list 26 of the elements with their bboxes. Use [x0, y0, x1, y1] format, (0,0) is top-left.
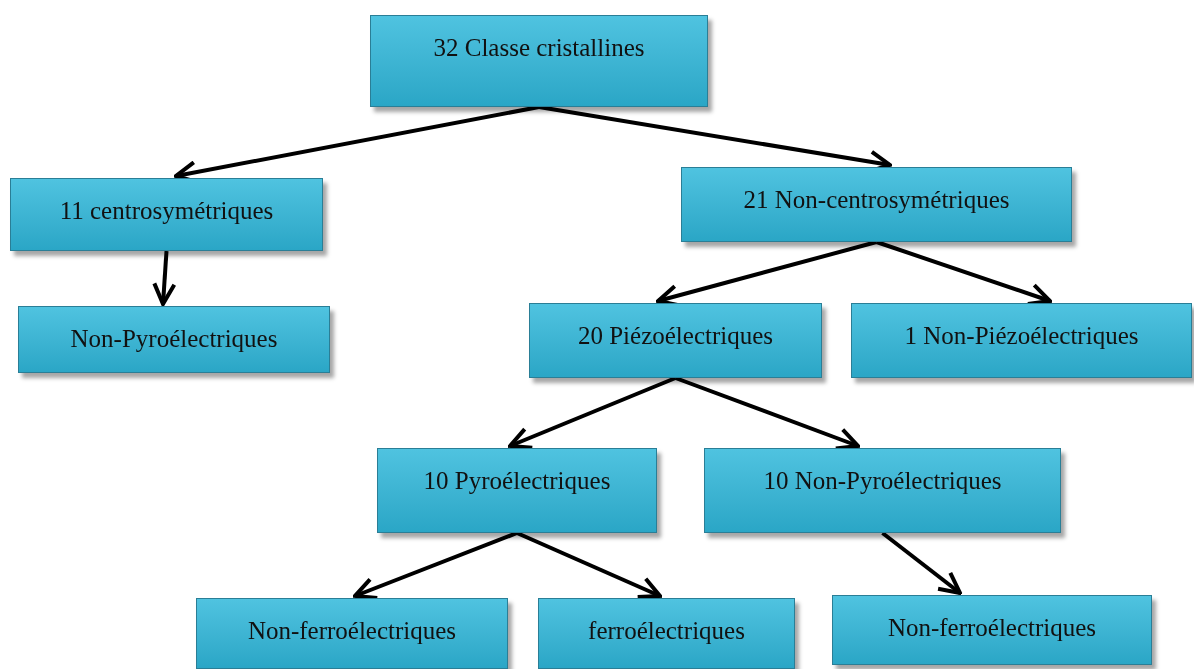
category-box — [10, 178, 323, 251]
category-box — [377, 448, 657, 533]
box-label: Non-ferroélectriques — [887, 613, 1097, 643]
category-box — [851, 303, 1192, 378]
category-box — [370, 15, 708, 107]
category-box — [832, 595, 1152, 665]
arrow — [152, 250, 177, 306]
category-box — [681, 167, 1072, 242]
box-label: Non-ferroélectriques — [247, 616, 457, 646]
box-label: 32 Classe cristallines — [433, 33, 645, 63]
arrow — [881, 531, 962, 595]
box-label: 20 Piézoélectriques — [577, 321, 774, 351]
box-label: 11 centrosymétriques — [59, 196, 274, 226]
category-box — [18, 306, 330, 373]
box-label: 10 Non-Pyroélectriques — [763, 466, 1002, 496]
box-label: 1 Non-Piézoélectriques — [904, 321, 1139, 351]
arrow — [508, 376, 677, 450]
category-box — [196, 598, 508, 669]
category-box — [529, 303, 822, 378]
box-label: Non-Pyroélectriques — [70, 324, 278, 354]
category-box — [538, 598, 795, 669]
box-label: 10 Pyroélectriques — [423, 466, 611, 496]
box-label: ferroélectriques — [588, 616, 745, 646]
category-box — [704, 448, 1061, 533]
box-label: 21 Non-centrosymétriques — [743, 185, 1010, 215]
arrow — [516, 531, 662, 600]
